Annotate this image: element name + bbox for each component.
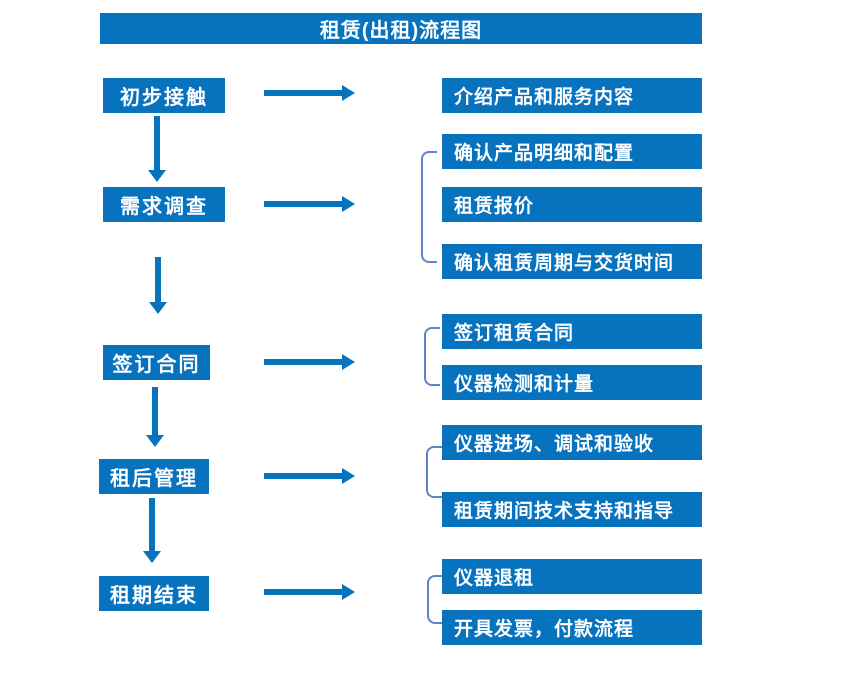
right-arrow-icon — [264, 354, 355, 370]
arrow-head — [342, 468, 355, 484]
arrow-shaft — [264, 473, 342, 479]
detail-box: 确认租赁周期与交货时间 — [442, 244, 702, 279]
arrow-shaft — [154, 116, 160, 171]
arrow-head — [342, 354, 355, 370]
arrow-head — [342, 85, 355, 101]
stage-label: 租后管理 — [110, 468, 198, 490]
detail-box: 确认产品明细和配置 — [442, 134, 702, 169]
arrow-head — [149, 302, 167, 314]
arrow-head — [342, 196, 355, 212]
detail-box: 签订租赁合同 — [442, 314, 702, 349]
right-arrow-icon — [264, 468, 355, 484]
detail-label: 租赁报价 — [454, 196, 535, 217]
down-arrow-icon — [146, 387, 164, 447]
stage-box-rental-end: 租期结束 — [99, 576, 209, 611]
detail-label: 租赁期间技术支持和指导 — [454, 501, 675, 522]
down-arrow-icon — [143, 498, 161, 563]
detail-box: 仪器检测和计量 — [442, 365, 702, 400]
group-bracket — [427, 575, 443, 624]
arrow-shaft — [149, 498, 155, 552]
arrow-shaft — [264, 90, 342, 96]
arrow-shaft — [155, 257, 161, 303]
right-arrow-icon — [264, 196, 355, 212]
stage-label: 签订合同 — [112, 354, 201, 376]
right-arrow-icon — [264, 85, 355, 101]
detail-box: 开具发票，付款流程 — [442, 610, 702, 645]
detail-box: 租赁期间技术支持和指导 — [442, 492, 702, 527]
detail-box: 租赁报价 — [442, 187, 702, 222]
detail-label: 签订租赁合同 — [454, 323, 575, 344]
detail-label: 确认租赁周期与交货时间 — [454, 253, 675, 274]
detail-box: 仪器退租 — [442, 559, 702, 594]
arrow-shaft — [264, 201, 342, 207]
detail-box: 仪器进场、调试和验收 — [442, 425, 702, 460]
detail-label: 确认产品明细和配置 — [454, 143, 635, 164]
page-title: 租赁(出租)流程图 — [319, 20, 483, 42]
group-bracket — [421, 151, 437, 263]
group-bracket — [424, 327, 440, 386]
arrow-shaft — [264, 589, 342, 595]
group-bracket — [426, 446, 442, 498]
detail-label: 开具发票，付款流程 — [454, 619, 635, 640]
stage-label: 初步接触 — [120, 87, 208, 109]
arrow-shaft — [264, 359, 342, 365]
arrow-shaft — [152, 387, 158, 436]
detail-label: 介绍产品和服务内容 — [454, 87, 635, 108]
stage-box-sign-contract: 签订合同 — [103, 345, 210, 380]
stage-box-initial-contact: 初步接触 — [103, 78, 225, 113]
arrow-head — [148, 170, 166, 182]
detail-label: 仪器进场、调试和验收 — [454, 434, 655, 455]
detail-label: 仪器检测和计量 — [454, 374, 595, 395]
stage-label: 租期结束 — [110, 585, 198, 607]
arrow-head — [342, 584, 355, 600]
down-arrow-icon — [149, 257, 167, 314]
stage-label: 需求调查 — [120, 196, 208, 218]
title-bar: 租赁(出租)流程图 — [100, 13, 702, 44]
stage-box-post-rental-management: 租后管理 — [99, 459, 209, 494]
stage-box-demand-survey: 需求调查 — [103, 187, 225, 222]
arrow-head — [146, 435, 164, 447]
arrow-head — [143, 551, 161, 563]
detail-label: 仪器退租 — [454, 568, 535, 589]
down-arrow-icon — [148, 116, 166, 182]
detail-box: 介绍产品和服务内容 — [442, 78, 702, 113]
right-arrow-icon — [264, 584, 355, 600]
